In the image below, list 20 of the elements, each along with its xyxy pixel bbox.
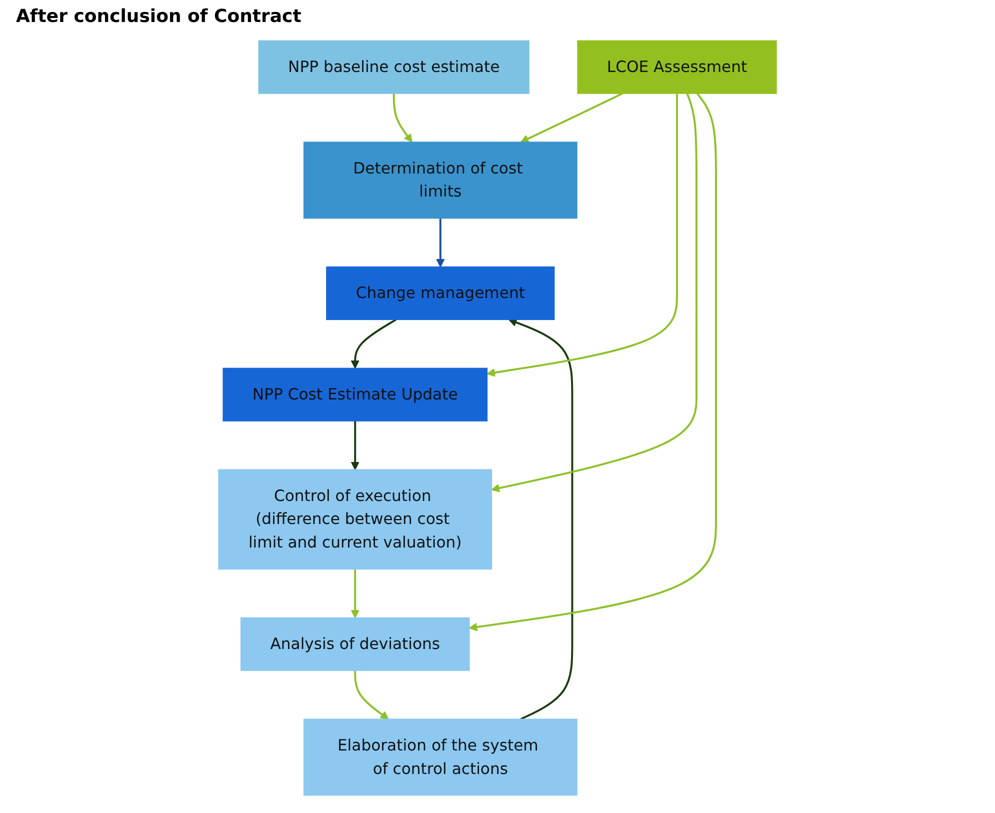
node-box: Control of execution (difference between cost limit and current valuation) bbox=[218, 469, 492, 570]
arrow bbox=[468, 92, 717, 632]
node-box: NPP baseline cost estimate bbox=[258, 40, 530, 94]
arrow bbox=[491, 93, 698, 492]
node-box: Elaboration of the system of control actions bbox=[303, 718, 578, 796]
arrow bbox=[436, 218, 445, 268]
node-box: Analysis of deviations bbox=[240, 617, 470, 671]
node-box: LCOE Assessment bbox=[577, 40, 777, 94]
node-box: NPP Cost Estimate Update bbox=[222, 368, 488, 422]
arrow bbox=[350, 318, 397, 369]
arrow bbox=[354, 670, 389, 720]
arrow bbox=[350, 420, 360, 470]
arrow bbox=[350, 569, 360, 618]
node-box: Determination of cost limits bbox=[303, 142, 578, 219]
arrow bbox=[486, 93, 678, 377]
arrow bbox=[508, 318, 574, 720]
arrow bbox=[520, 92, 624, 143]
section-heading: After conclusion of Contract bbox=[16, 6, 302, 27]
arrow bbox=[392, 93, 412, 143]
node-box: Change management bbox=[326, 266, 555, 320]
